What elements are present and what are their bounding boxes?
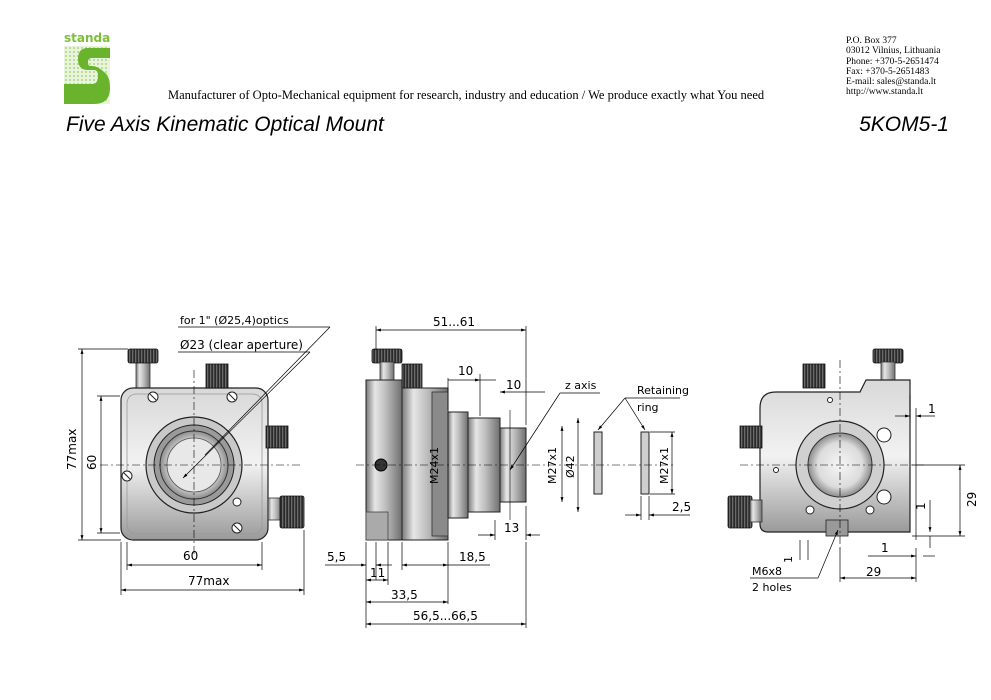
contact-block: P.O. Box 377 03012 Vilnius, Lithuania Ph… — [846, 36, 941, 98]
dim-29-v: 29 — [965, 492, 979, 507]
retaining-label: Retaining — [637, 384, 689, 397]
logo-text: standa — [64, 32, 110, 45]
dim-1-left: 1 — [782, 556, 795, 563]
tagline: Manufacturer of Opto-Mechanical equipmen… — [168, 88, 765, 102]
dim-11: 11 — [370, 566, 385, 580]
dim-2-5: 2,5 — [672, 500, 691, 514]
contact-line: http://www.standa.lt — [846, 87, 923, 98]
contact-line: Fax: +370-5-2651483 — [846, 66, 930, 77]
retaining-label-2: ring — [637, 401, 659, 414]
front-view: for 1" (Ø25,4)optics Ø23 (clear aperture… — [65, 314, 331, 595]
standa-logo: standa — [64, 32, 110, 104]
thread-m27-b: M27x1 — [658, 447, 671, 484]
dim-13: 13 — [504, 521, 519, 535]
dim-18-5: 18,5 — [459, 550, 486, 564]
dim-1-h: 1 — [881, 541, 889, 555]
contact-line: Phone: +370-5-2651474 — [846, 56, 939, 67]
thread-m24: M24x1 — [428, 447, 441, 484]
side-view: 51...61 10 10 z axis Retaining ring M24x… — [325, 315, 691, 628]
dim-1-v: 1 — [914, 502, 928, 510]
z-axis-label: z axis — [565, 379, 597, 392]
contact-line: 03012 Vilnius, Lithuania — [846, 46, 941, 57]
knob-right-top — [205, 363, 229, 389]
holes-label-2: 2 holes — [752, 581, 792, 594]
dim-total: 56,5...66,5 — [413, 609, 478, 623]
optics-note: for 1" (Ø25,4)optics — [180, 314, 289, 327]
dim-width: 60 — [183, 549, 198, 563]
aperture-note: Ø23 (clear aperture) — [180, 338, 303, 352]
holes-label: M6x8 — [752, 565, 782, 578]
back-view: 1 29 1 1 29 1 M6x8 2 holes — [727, 348, 979, 594]
dim-10-a: 10 — [458, 364, 473, 378]
knob-top — [127, 348, 159, 364]
dim-33-5: 33,5 — [391, 588, 418, 602]
product-title: Five Axis Kinematic Optical Mount — [66, 113, 384, 136]
dim-length-range: 51...61 — [433, 315, 475, 329]
dim-height: 60 — [85, 455, 99, 470]
dim-1-top: 1 — [928, 402, 936, 416]
dia-42: Ø42 — [564, 455, 577, 478]
dim-5-5: 5,5 — [327, 550, 346, 564]
dim-29-h: 29 — [866, 565, 881, 579]
dim-width-max: 77max — [188, 574, 229, 588]
thread-m27-a: M27x1 — [546, 447, 559, 484]
dim-height-max: 77max — [65, 429, 79, 470]
dim-10-b: 10 — [506, 378, 521, 392]
product-code: 5KOM5-1 — [859, 113, 949, 136]
contact-line: P.O. Box 377 — [846, 36, 897, 46]
contact-line: E-mail: sales@standa.lt — [846, 77, 937, 88]
